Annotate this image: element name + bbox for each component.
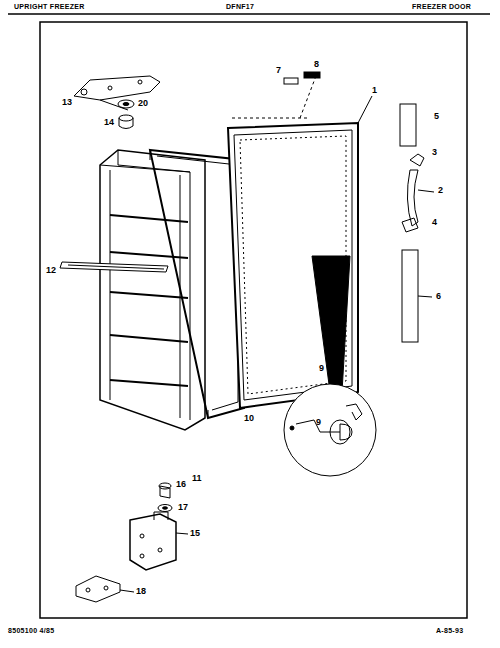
footer-text: 8505100 4/85	[8, 627, 54, 634]
callout-number: 12	[46, 266, 56, 275]
callout-number: 3	[432, 148, 437, 157]
callout-number: 4	[432, 218, 437, 227]
callout-number: 13	[62, 98, 72, 107]
callout-number: 9	[318, 364, 325, 373]
callout-number: 15	[190, 529, 200, 538]
callout-number: 8	[314, 60, 319, 69]
callout-number: 7	[276, 66, 281, 75]
callout-number: 18	[136, 587, 146, 596]
callout-number: 17	[178, 503, 188, 512]
callout-number: 2	[438, 186, 443, 195]
callout-number: 10	[244, 414, 254, 423]
callout-number: 14	[104, 118, 114, 127]
model-number: DFNF17	[226, 3, 254, 10]
callout-number: 5	[434, 112, 439, 121]
header-text: FREEZER DOOR	[412, 3, 471, 10]
callout-number: 6	[436, 292, 441, 301]
callout-number: 16	[176, 480, 186, 489]
callout-number: 11	[192, 474, 202, 483]
callout-number: 9	[316, 418, 321, 427]
header-text: UPRIGHT FREEZER	[14, 3, 85, 10]
callout-number: 20	[138, 99, 148, 108]
callout-number: 1	[372, 86, 377, 95]
footer-text: A-85-93	[436, 627, 463, 634]
